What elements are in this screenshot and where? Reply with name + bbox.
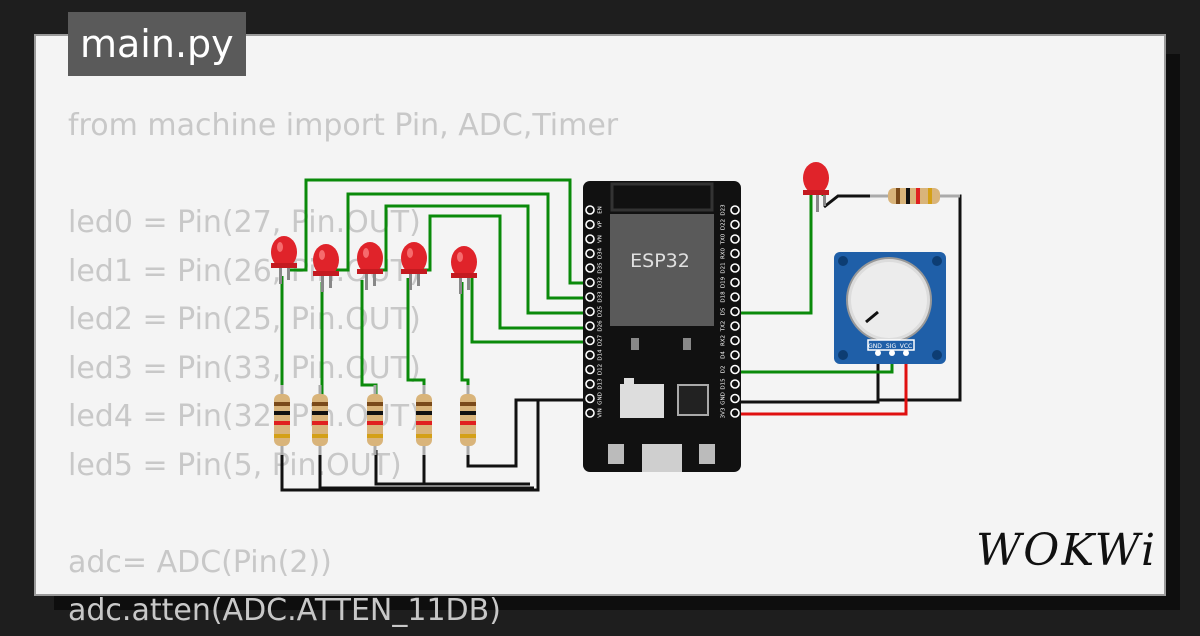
esp32-pin-right-tx0[interactable]: TX0 [721, 233, 740, 245]
esp32-pin-label: 3V3 [721, 407, 727, 418]
esp32-pin-right-rx0[interactable]: RX0 [721, 247, 740, 259]
code-line: led1 = Pin(26, Pin.OUT) [68, 253, 421, 289]
esp32-pin-label: VP [598, 220, 604, 228]
pot-pin-label-gnd: GND [868, 343, 882, 350]
led-0 [271, 236, 297, 284]
led-to-resistor-wires [280, 276, 470, 395]
esp32-pin-left-d14[interactable]: D14 [585, 349, 604, 361]
esp32-pin-left-vn[interactable]: VN [585, 234, 604, 244]
esp32-pin-label: VN [598, 235, 604, 243]
esp32-pin-label: VIN [598, 408, 604, 418]
led-2 [357, 242, 383, 290]
esp32-pin-right-gnd[interactable]: GND [721, 392, 740, 405]
esp32-pin-label: D35 [598, 262, 604, 274]
esp32-pin-right-d5[interactable]: D5 [721, 306, 740, 317]
esp32-board[interactable]: ESP32 ENVPVND34D35D32D33D25D26D27D14D12D… [583, 181, 741, 472]
esp32-pin-left-d32[interactable]: D32 [585, 277, 604, 288]
esp32-pin-label: D19 [721, 276, 727, 288]
esp32-pin-label: D4 [721, 351, 727, 359]
esp32-pin-left-d27[interactable]: D27 [585, 334, 604, 346]
resistor-top-right [870, 188, 960, 204]
esp32-pin-left-vp[interactable]: VP [585, 219, 604, 230]
esp32-pin-left-d34[interactable]: D34 [585, 247, 604, 259]
card-shadow-right [1166, 54, 1180, 610]
resistor-1 [312, 385, 328, 455]
wokwi-logo: WOKWi [976, 525, 1158, 576]
code-line: adc= ADC(Pin(2)) [68, 544, 332, 580]
esp32-pin-right-3v3[interactable]: 3V3 [721, 407, 740, 418]
esp32-pin-right-d21[interactable]: D21 [721, 262, 740, 274]
pot-pin-label-vcc: VCC [900, 343, 912, 350]
esp32-pin-label: D33 [598, 291, 604, 303]
card-shadow-bottom [54, 596, 1180, 610]
esp32-pin-left-d35[interactable]: D35 [585, 262, 604, 274]
esp32-pin-label: D13 [598, 378, 604, 390]
esp32-pin-label: D25 [598, 305, 604, 317]
pot-knob-indicator [865, 310, 879, 324]
ground-wires [280, 194, 962, 492]
esp32-pin-label: D27 [598, 334, 604, 346]
esp32-pin-right-d19[interactable]: D19 [721, 276, 740, 288]
resistor-2 [367, 385, 383, 455]
esp32-pin-label: GND [721, 392, 727, 405]
esp32-pin-label: RX2 [721, 335, 727, 346]
esp32-pin-label: D23 [721, 204, 727, 216]
esp32-pin-right-rx2[interactable]: RX2 [721, 335, 740, 346]
esp32-pin-label: D14 [598, 349, 604, 361]
esp32-pin-label: D21 [721, 262, 727, 273]
esp32-pin-right-tx2[interactable]: TX2 [721, 321, 740, 333]
esp32-pin-right-d23[interactable]: D23 [721, 204, 740, 216]
code-line: led0 = Pin(27, Pin.OUT) [68, 205, 421, 240]
resistor-4 [460, 385, 476, 455]
esp32-pin-left-d26[interactable]: D26 [585, 320, 604, 332]
esp32-pin-right-d22[interactable]: D22 [721, 219, 740, 230]
esp32-pin-left-d13[interactable]: D13 [585, 378, 604, 390]
code-line: led3 = Pin(33, Pin.OUT) [68, 350, 421, 386]
esp32-pin-left-d25[interactable]: D25 [585, 305, 604, 317]
led-top-right [803, 162, 829, 212]
esp32-label: ESP32 [630, 250, 690, 272]
potentiometer[interactable]: GND SIG VCC [834, 252, 946, 364]
led-3 [401, 242, 427, 290]
esp32-pin-left-d33[interactable]: D33 [585, 291, 604, 303]
esp32-pin-label: EN [598, 206, 604, 214]
code-line: from machine import Pin, ADC,Timer [68, 108, 619, 143]
pot-vcc-wire [735, 352, 908, 416]
code-listing: from machine import Pin, ADC,Timer led0 … [68, 102, 618, 636]
led-group [271, 236, 477, 294]
esp32-pin-right-d18[interactable]: D18 [721, 291, 740, 303]
esp32-pin-right-d15[interactable]: D15 [721, 378, 740, 390]
esp32-pin-label: D22 [721, 219, 727, 230]
esp32-pin-left-vin[interactable]: VIN [585, 408, 604, 418]
esp32-pin-left-gnd[interactable]: GND [585, 392, 604, 405]
esp32-pin-left-d12[interactable]: D12 [585, 364, 604, 375]
esp32-pin-label: D34 [598, 247, 604, 259]
esp32-pin-label: TX2 [721, 321, 727, 333]
esp32-pin-label: D5 [721, 307, 727, 315]
resistor-3 [416, 385, 432, 455]
esp32-pin-label: D12 [598, 364, 604, 375]
filename-tab[interactable]: main.py [68, 12, 246, 76]
led-4 [451, 246, 477, 294]
resistor-group [274, 385, 476, 455]
esp32-pin-label: D2 [721, 366, 727, 374]
esp32-pin-label: D18 [721, 291, 727, 303]
esp32-pin-label: D32 [598, 277, 604, 288]
esp32-pin-label: D26 [598, 320, 604, 332]
resistor-0 [274, 385, 290, 455]
code-line: led5 = Pin(5, Pin.OUT) [68, 447, 402, 483]
esp32-pin-right-d2[interactable]: D2 [721, 364, 740, 375]
led-1 [313, 244, 339, 292]
esp32-pin-left-en[interactable]: EN [585, 205, 604, 215]
code-line: adc.atten(ADC.ATTEN_11DB) [68, 593, 501, 628]
pot-pin-label-sig: SIG [886, 343, 897, 350]
esp32-pin-label: GND [598, 392, 604, 405]
esp32-pin-right-d4[interactable]: D4 [721, 350, 740, 360]
code-line: led2 = Pin(25, Pin.OUT) [68, 302, 421, 337]
esp32-pin-label: TX0 [721, 233, 727, 245]
esp32-pin-label: RX0 [721, 247, 727, 259]
esp32-pin-label: D15 [721, 378, 727, 390]
